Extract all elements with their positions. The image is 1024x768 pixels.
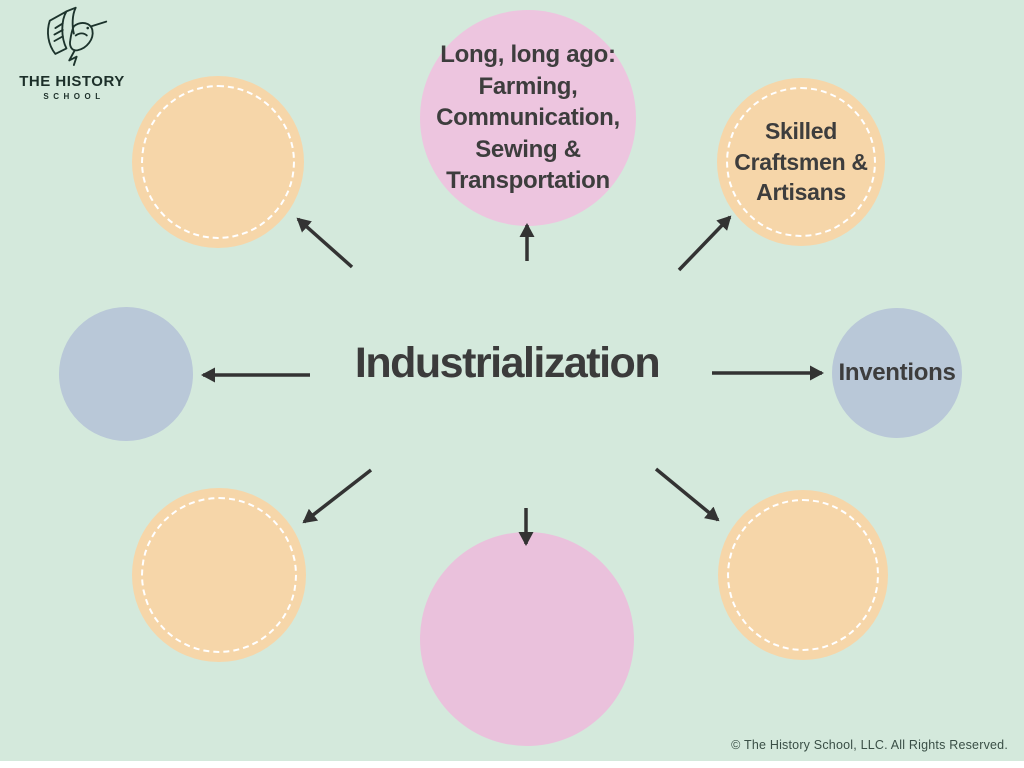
arrow-to-top-right-node bbox=[677, 215, 732, 272]
history-school-logo: THE HISTORY SCHOOL bbox=[14, 4, 130, 101]
logo-subtitle: SCHOOL bbox=[43, 91, 105, 101]
dashed-inner-border bbox=[727, 499, 879, 651]
node-top-left bbox=[132, 76, 304, 248]
arrow-to-top-left-node bbox=[296, 217, 354, 269]
node-right-label: Inventions bbox=[838, 359, 956, 386]
dashed-inner-border bbox=[141, 85, 295, 239]
node-top-right-label: Skilled Craftsmen & Artisans bbox=[734, 118, 868, 206]
node-bottom-right bbox=[718, 490, 888, 660]
bottom-white-bar bbox=[0, 761, 1024, 768]
hummingbird-book-logo-icon bbox=[47, 6, 108, 66]
node-right: Inventions bbox=[832, 308, 962, 438]
arrow-to-bottom-right-node bbox=[654, 467, 720, 522]
node-left bbox=[59, 307, 193, 441]
node-top-right: Skilled Craftsmen & Artisans bbox=[717, 78, 885, 246]
node-top: Long, long ago: Farming, Communication, … bbox=[420, 10, 636, 226]
dashed-inner-border bbox=[726, 87, 876, 237]
copyright-text: © The History School, LLC. All Rights Re… bbox=[731, 738, 1008, 752]
logo-title: THE HISTORY bbox=[19, 73, 125, 90]
center-title: Industrialization bbox=[354, 339, 661, 387]
node-bottom-left bbox=[132, 488, 306, 662]
node-bottom bbox=[420, 532, 634, 746]
node-top-label: Long, long ago: Farming, Communication, … bbox=[436, 41, 620, 195]
arrow-to-bottom-left-node bbox=[302, 468, 373, 524]
dashed-inner-border bbox=[141, 497, 297, 653]
